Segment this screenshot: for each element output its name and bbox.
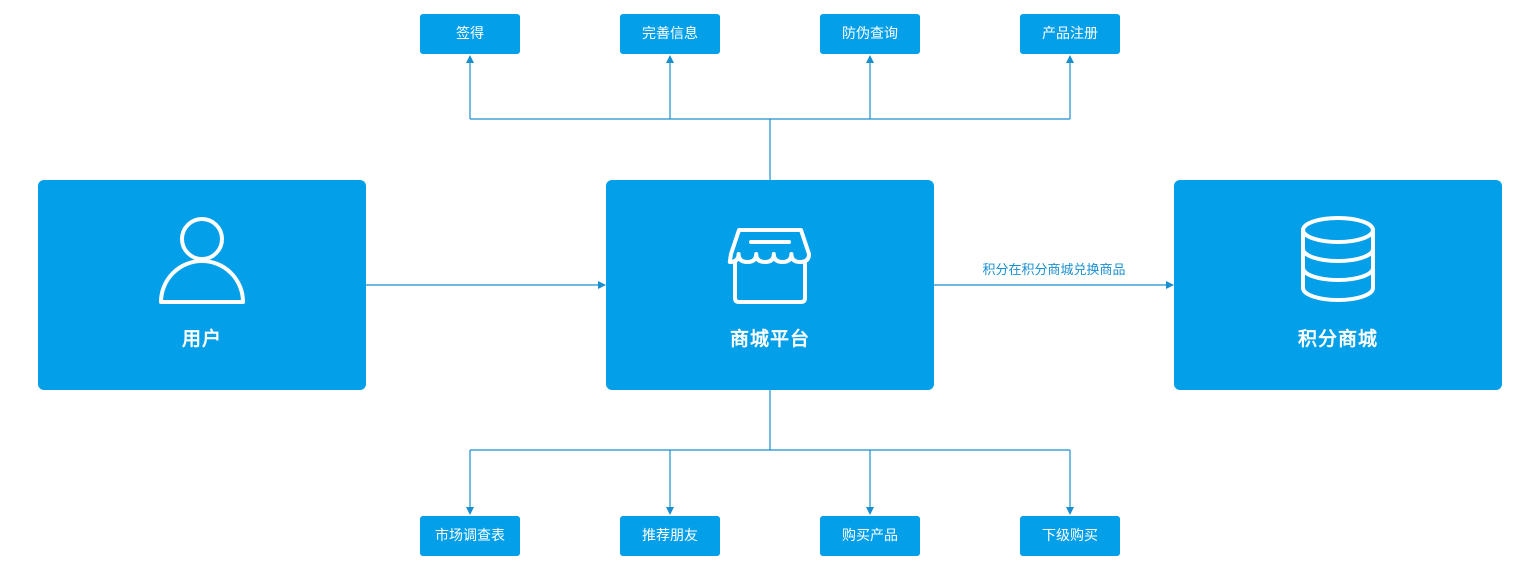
- user-label: 用户: [181, 328, 222, 350]
- bottom-feature-box: 推荐朋友: [620, 516, 720, 556]
- top-feature-box: 签得: [420, 14, 520, 54]
- database-icon: [1293, 214, 1383, 310]
- bottom-feature-box: 购买产品: [820, 516, 920, 556]
- bottom-feature-box: 下级购买: [1020, 516, 1120, 556]
- top-feature-box: 完善信息: [620, 14, 720, 54]
- points-mall-label: 积分商城: [1297, 328, 1378, 350]
- store-icon: [725, 214, 815, 310]
- edge-label: 积分在积分商城兑换商品: [982, 263, 1126, 278]
- platform-node: 商城平台: [606, 180, 934, 390]
- platform-label: 商城平台: [729, 328, 810, 350]
- top-feature-box: 防伪查询: [820, 14, 920, 54]
- points-mall-node: 积分商城: [1174, 180, 1502, 390]
- user-node: 用户: [38, 180, 366, 390]
- bottom-feature-box: 市场调查表: [420, 516, 520, 556]
- top-feature-box: 产品注册: [1020, 14, 1120, 54]
- user-icon: [157, 214, 247, 310]
